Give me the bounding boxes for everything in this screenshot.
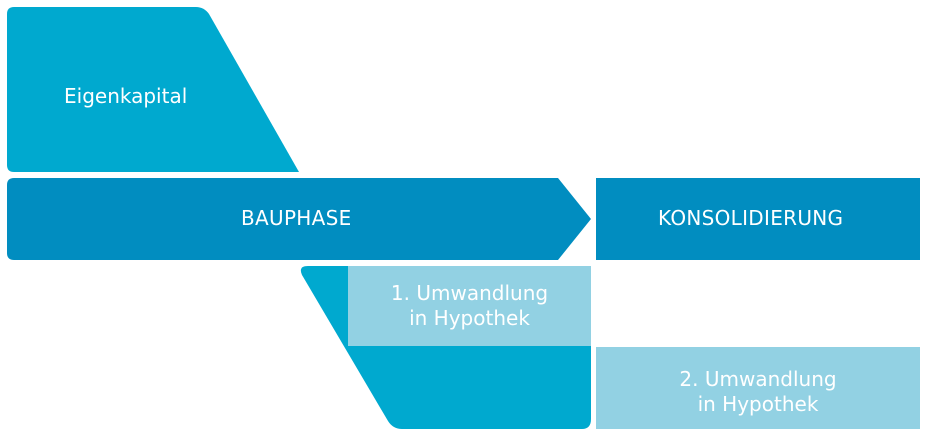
equity-block	[7, 7, 299, 172]
conversion-2-block	[596, 347, 920, 429]
conversion-2-label: 2. Umwandlung in Hypothek	[679, 367, 837, 416]
construction-phase-arrow	[7, 178, 591, 260]
conversion-1-label: 1. Umwandlung in Hypothek	[390, 281, 549, 330]
consolidation-block	[596, 178, 920, 260]
consolidation-label: KONSOLIDIERUNG	[658, 206, 844, 230]
conversion-1-block	[348, 266, 591, 346]
construction-phase-label: BAUPHASE	[241, 206, 352, 230]
equity-label: Eigenkapital	[64, 84, 188, 108]
